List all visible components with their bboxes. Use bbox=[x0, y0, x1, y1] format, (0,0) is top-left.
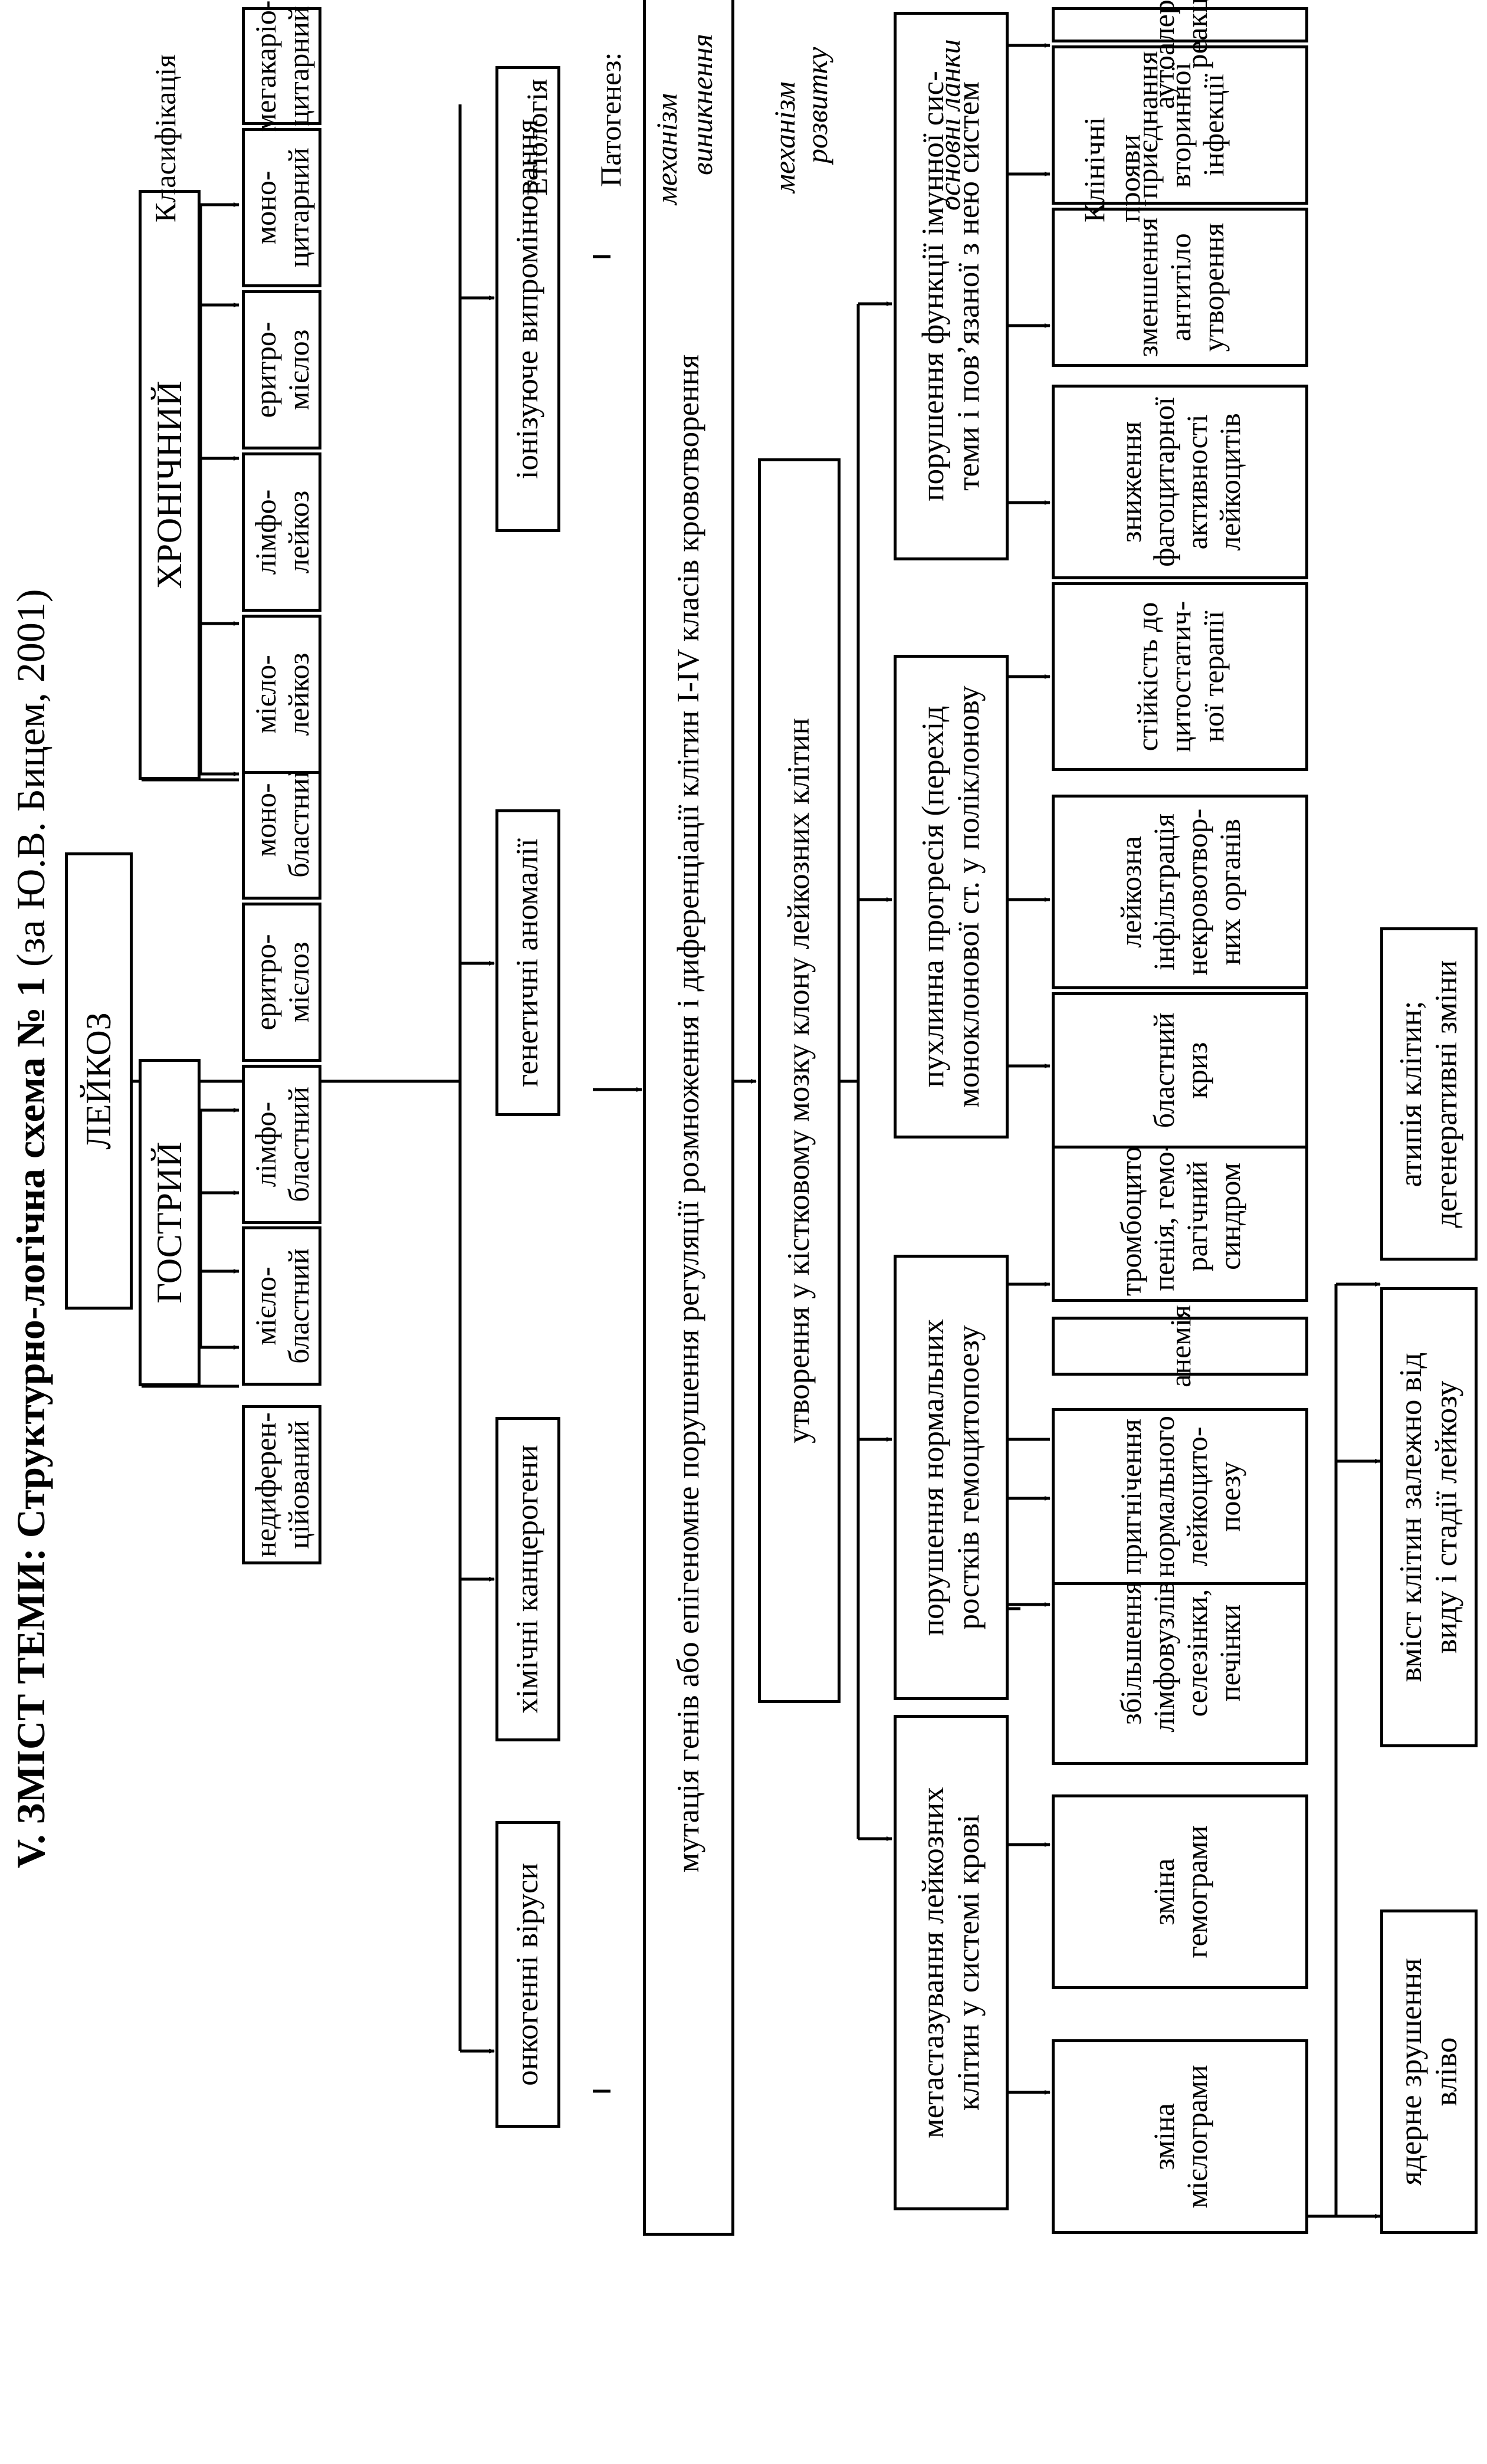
row-label-pathogenesis: Патогенез: bbox=[594, 52, 627, 187]
class-item-chronic-monocytic: моно- цитарний bbox=[242, 128, 321, 287]
class-item-label: еритро- мієлоз bbox=[248, 934, 315, 1031]
etiology-viruses: онкогенні віруси bbox=[495, 1821, 560, 2128]
main-link-metastasis: метастазування лейкозних клітин у систем… bbox=[894, 1715, 1009, 2210]
root-label: ЛЕЙКОЗ bbox=[78, 1012, 118, 1150]
class-item-label: мегакаріо- цитарний bbox=[248, 0, 315, 132]
clinical-myelogram-change: зміна мієлограми bbox=[1052, 2039, 1308, 2234]
clinical-label: тромбоцито- пенія, гемо- рагічний синдро… bbox=[1114, 1137, 1246, 1296]
myelogram-label: ядерне зрушення вліво bbox=[1394, 1958, 1463, 2186]
class-item-label: лімфо- лейкоз bbox=[248, 489, 315, 575]
class-item-acute-lymphoblastic: лімфо- бластний bbox=[242, 1065, 321, 1224]
clinical-antibody-reduction: зменшення антитіло утворення bbox=[1052, 208, 1308, 367]
clinical-label: збільшення лімфовузлів, селезінки, печін… bbox=[1114, 1573, 1246, 1733]
clinical-label: стійкість до цитостатич- ної терапії bbox=[1130, 601, 1230, 753]
etiology-genetic: генетичні аномалії bbox=[495, 809, 560, 1116]
main-link-hematopoiesis: порушення нормальних ростків гемоцитопое… bbox=[894, 1255, 1009, 1700]
acute-label: ГОСТРИЙ bbox=[149, 1141, 189, 1304]
clinical-blast-crisis: бластний криз bbox=[1052, 992, 1308, 1149]
clinical-label: зміна мієлограми bbox=[1147, 2065, 1213, 2209]
row-label-classification: Класифікація bbox=[149, 54, 182, 222]
myelogram-label: атипія клітин; дегенеративні зміни bbox=[1394, 960, 1463, 1228]
row-label-mech-origin-2: виникнення bbox=[685, 34, 718, 175]
etiology-label: генетичні аномалії bbox=[510, 838, 545, 1087]
row-label-clinical-1: Клінічні bbox=[1078, 117, 1111, 222]
myelogram-label: вміст клітин залежно від виду і стадії л… bbox=[1394, 1352, 1463, 1682]
class-item-chronic-lympholeukosis: лімфо- лейкоз bbox=[242, 452, 321, 612]
page-title-bold: V. ЗМІСТ ТЕМИ: Структурно-логічна схема … bbox=[8, 977, 53, 1868]
myelogram-cell-content: вміст клітин залежно від виду і стадії л… bbox=[1380, 1287, 1478, 1747]
clinical-anemia: анемія bbox=[1052, 1305, 1308, 1387]
row-label-main-links: основні ланки bbox=[933, 39, 966, 211]
myelogram-nuclear-shift: ядерне зрушення вліво bbox=[1380, 1909, 1478, 2234]
clinical-thrombocytopenia: тромбоцито- пенія, гемо- рагічний синдро… bbox=[1052, 1131, 1308, 1302]
chronic-label: ХРОНІЧНИЙ bbox=[149, 380, 189, 589]
main-link-progression: пухлинна прогресія (перехід моноклонової… bbox=[894, 655, 1009, 1139]
clinical-label: анемія bbox=[1163, 1305, 1197, 1387]
clinical-label: пригнічення нормального лейкоцито- поезу bbox=[1114, 1416, 1246, 1577]
row-label-mech-origin-1: механізм bbox=[650, 93, 683, 205]
clinical-leukemic-infiltration: лейкозна інфільтрація некровотвор- них о… bbox=[1052, 795, 1308, 989]
root-box: ЛЕЙКОЗ bbox=[65, 852, 133, 1310]
class-item-label: лімфо- бластний bbox=[248, 1087, 315, 1202]
class-item-label: еритро- мієлоз bbox=[248, 321, 315, 418]
clinical-phagocytosis-reduction: зниження фагоцитарної активності лейкоци… bbox=[1052, 385, 1308, 579]
clinical-cytostatic-resistance: стійкість до цитостатич- ної терапії bbox=[1052, 582, 1308, 771]
clinical-label: аутоалергічні реакції bbox=[1147, 0, 1213, 109]
class-item-label: мієло- бластний bbox=[248, 1248, 315, 1364]
class-item-chronic-megakaryocytic: мегакаріо- цитарний bbox=[242, 1, 321, 132]
clinical-label: лейкозна інфільтрація некровотвор- них о… bbox=[1114, 808, 1246, 976]
clinical-label: зниження фагоцитарної активності лейкоци… bbox=[1114, 397, 1246, 567]
clinical-leukopoiesis-suppression: пригнічення нормального лейкоцито- поезу bbox=[1052, 1408, 1308, 1585]
row-label-clinical-2: прояви bbox=[1113, 134, 1146, 222]
etiology-chemical: хімічні канцерогени bbox=[495, 1417, 560, 1741]
row-label-etiology: Етіологія bbox=[520, 79, 553, 196]
main-link-label: метастазування лейкозних клітин у систем… bbox=[916, 1787, 986, 2138]
acute-group: ГОСТРИЙ bbox=[139, 1059, 201, 1386]
class-item-acute-undifferentiated: недиферен- ційований bbox=[242, 1405, 321, 1564]
main-link-label: пухлинна прогресія (перехід моноклонової… bbox=[916, 685, 986, 1108]
mechanism-development-label: утворення у кістковому мозку клону лейко… bbox=[782, 718, 816, 1443]
clinical-label: бластний криз bbox=[1147, 1012, 1213, 1128]
mechanism-development-box: утворення у кістковому мозку клону лейко… bbox=[758, 458, 841, 1703]
class-item-label: недиферен- ційований bbox=[248, 1412, 315, 1557]
clinical-hemogram-change: зміна гемограми bbox=[1052, 1794, 1308, 1989]
main-link-label: порушення нормальних ростків гемоцитопое… bbox=[916, 1318, 986, 1636]
mechanism-origin-box: мутація генів або епігеномне порушення р… bbox=[643, 0, 734, 2236]
etiology-label: хімічні канцерогени bbox=[510, 1445, 545, 1714]
mechanism-origin-label: мутація генів або епігеномне порушення р… bbox=[671, 354, 705, 1873]
class-item-chronic-myeloleukosis: мієло- лейкоз bbox=[242, 615, 321, 774]
class-item-label: мієло- лейкоз bbox=[248, 652, 315, 736]
clinical-label: зміна гемограми bbox=[1147, 1825, 1213, 1958]
class-item-chronic-erythromyelosis: еритро- мієлоз bbox=[242, 290, 321, 450]
class-item-label: моно- цитарний bbox=[248, 147, 315, 268]
etiology-label: онкогенні віруси bbox=[510, 1863, 545, 2086]
clinical-label: зменшення антитіло утворення bbox=[1130, 217, 1230, 357]
chronic-group: ХРОНІЧНИЙ bbox=[139, 190, 201, 780]
class-item-acute-myeloblastic: мієло- бластний bbox=[242, 1226, 321, 1386]
clinical-autoallergic: аутоалергічні реакції bbox=[1052, 0, 1308, 109]
class-item-acute-erythromyelosis: еритро- мієлоз bbox=[242, 903, 321, 1062]
class-item-label: моно- бластний bbox=[248, 762, 315, 878]
myelogram-atypia: атипія клітин; дегенеративні зміни bbox=[1380, 927, 1478, 1261]
page-title: V. ЗМІСТ ТЕМИ: Структурно-логічна схема … bbox=[8, 589, 53, 1869]
row-label-mech-dev-1: механізм bbox=[768, 81, 801, 193]
page-title-source: (за Ю.В. Бицем, 2001) bbox=[8, 589, 53, 977]
row-label-mech-dev-2: розвитку bbox=[800, 47, 833, 163]
